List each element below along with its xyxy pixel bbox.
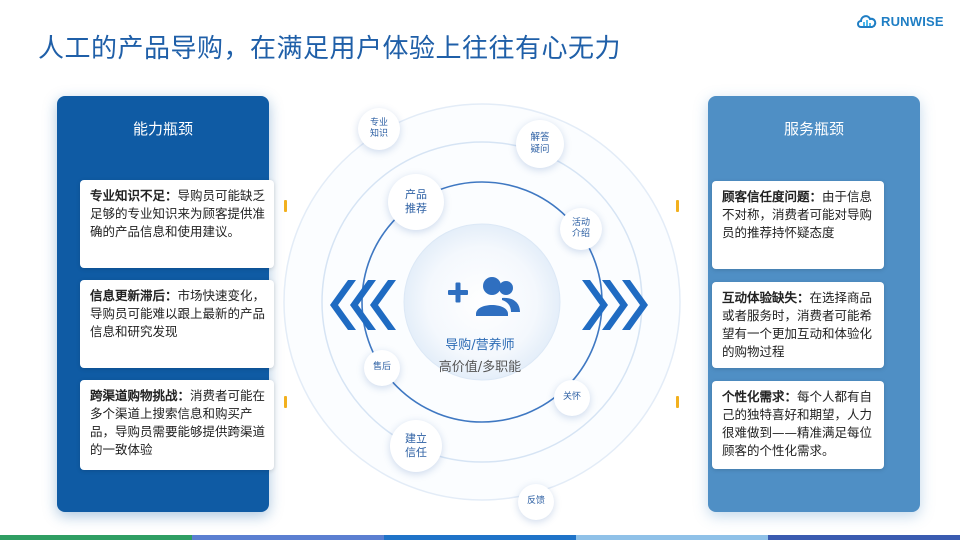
bar-segment: [384, 535, 576, 540]
chevrons-right-icon: [582, 280, 648, 330]
bar-segment: [0, 535, 192, 540]
bubble-after-sales: 售后: [364, 350, 400, 386]
center-role-sub: 高价值/多职能: [438, 360, 522, 375]
chevrons-left-icon: [330, 280, 396, 330]
card-heading: 个性化需求: [722, 389, 785, 404]
runwise-logo: RUNWISE: [856, 10, 944, 32]
add-users-icon: [448, 277, 520, 316]
right-card-1: 顾客信任度问题：由于信息不对称，消费者可能对导购员的推荐持怀疑态度: [712, 181, 884, 269]
right-panel-title: 服务瓶颈: [783, 120, 844, 138]
bubble-answer-questions: 解答疑问: [516, 120, 564, 168]
bubble-professional-knowledge: 专业知识: [358, 108, 400, 150]
card-heading: 信息更新滞后: [90, 288, 166, 303]
bottom-color-bar: [0, 535, 960, 540]
bar-segment: [192, 535, 384, 540]
logo-text: RUNWISE: [881, 13, 944, 29]
card-body: 消费者可能在多个渠道上搜索信息和购买产品，导购员需要能够提供跨渠道的一致体验: [90, 388, 266, 457]
accent-tick: [676, 396, 679, 408]
left-card-2: 信息更新滞后：市场快速变化，导购员可能难以跟上最新的产品信息和研究发现: [80, 280, 274, 368]
bubble-build-trust: 建立信任: [390, 420, 442, 472]
right-card-2: 互动体验缺失：在选择商品或者服务时，消费者可能希望有一个更加互动和体验化的购物过…: [712, 282, 884, 368]
bubble-product-recommend: 产品推荐: [388, 174, 444, 230]
left-card-3: 跨渠道购物挑战：消费者可能在多个渠道上搜索信息和购买产品，导购员需要能够提供跨渠…: [80, 380, 274, 470]
accent-tick: [676, 200, 679, 212]
accent-tick: [284, 396, 287, 408]
left-panel-title: 能力瓶颈: [132, 120, 193, 138]
page-title: 人工的产品导购，在满足用户体验上往往有心无力: [38, 34, 622, 64]
card-body: 每个人都有自己的独特喜好和期望，人力很难做到——精准满足每位顾客的个性化需求。: [722, 389, 873, 458]
bubble-feedback: 反馈: [518, 484, 554, 520]
bubble-care: 关怀: [554, 380, 590, 416]
card-heading: 跨渠道购物挑战: [90, 388, 178, 403]
left-card-1: 专业知识不足：导购员可能缺乏足够的专业知识来为顾客提供准确的产品信息和使用建议。: [80, 180, 274, 268]
card-heading: 互动体验缺失: [722, 290, 798, 305]
accent-tick: [284, 200, 287, 212]
card-heading: 专业知识不足: [90, 188, 166, 203]
cloud-logo-icon: [857, 15, 877, 28]
card-body: 导购员可能缺乏足够的专业知识来为顾客提供准确的产品信息和使用建议。: [90, 188, 266, 239]
bubble-event-intro: 活动介绍: [560, 208, 602, 250]
center-disc: [403, 223, 561, 381]
center-role-label: 导购/营养师: [445, 338, 515, 353]
card-body: 在选择商品或者服务时，消费者可能希望有一个更加互动和体验化的购物过程: [722, 290, 873, 359]
right-card-3: 个性化需求：每个人都有自己的独特喜好和期望，人力很难做到——精准满足每位顾客的个…: [712, 381, 884, 469]
bar-segment: [576, 535, 768, 540]
card-body: 市场快速变化，导购员可能难以跟上最新的产品信息和研究发现: [90, 288, 266, 339]
bar-segment: [768, 535, 960, 540]
card-body: 由于信息不对称，消费者可能对导购员的推荐持怀疑态度: [722, 189, 873, 240]
card-heading: 顾客信任度问题: [722, 189, 810, 204]
